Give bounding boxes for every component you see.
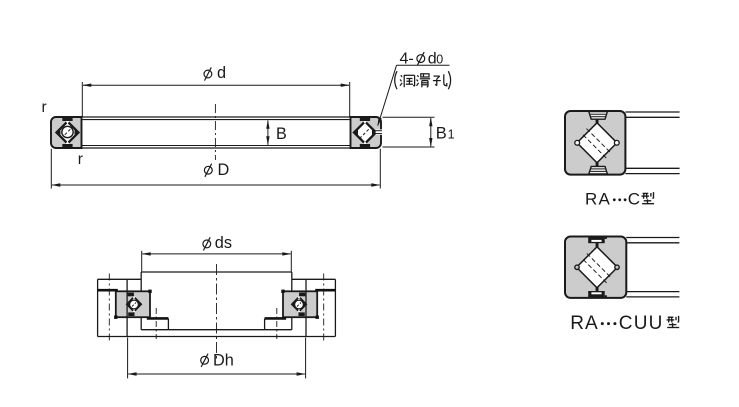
svg-text:B: B — [276, 125, 287, 143]
svg-text:0: 0 — [436, 53, 443, 67]
svg-text:RA: RA — [570, 313, 599, 334]
svg-text:4-: 4- — [400, 51, 414, 68]
svg-text:C: C — [628, 190, 640, 209]
svg-text:D: D — [218, 161, 230, 179]
svg-text:Dh: Dh — [213, 352, 234, 370]
svg-text:ds: ds — [215, 234, 232, 252]
svg-text:1: 1 — [448, 127, 455, 141]
svg-text:d: d — [428, 51, 437, 68]
svg-text:d: d — [217, 64, 226, 82]
svg-text:B: B — [436, 124, 447, 142]
svg-text:CUU: CUU — [619, 313, 664, 334]
svg-text:r: r — [78, 151, 83, 168]
svg-text:RA: RA — [585, 190, 611, 209]
svg-text:r: r — [42, 99, 47, 116]
